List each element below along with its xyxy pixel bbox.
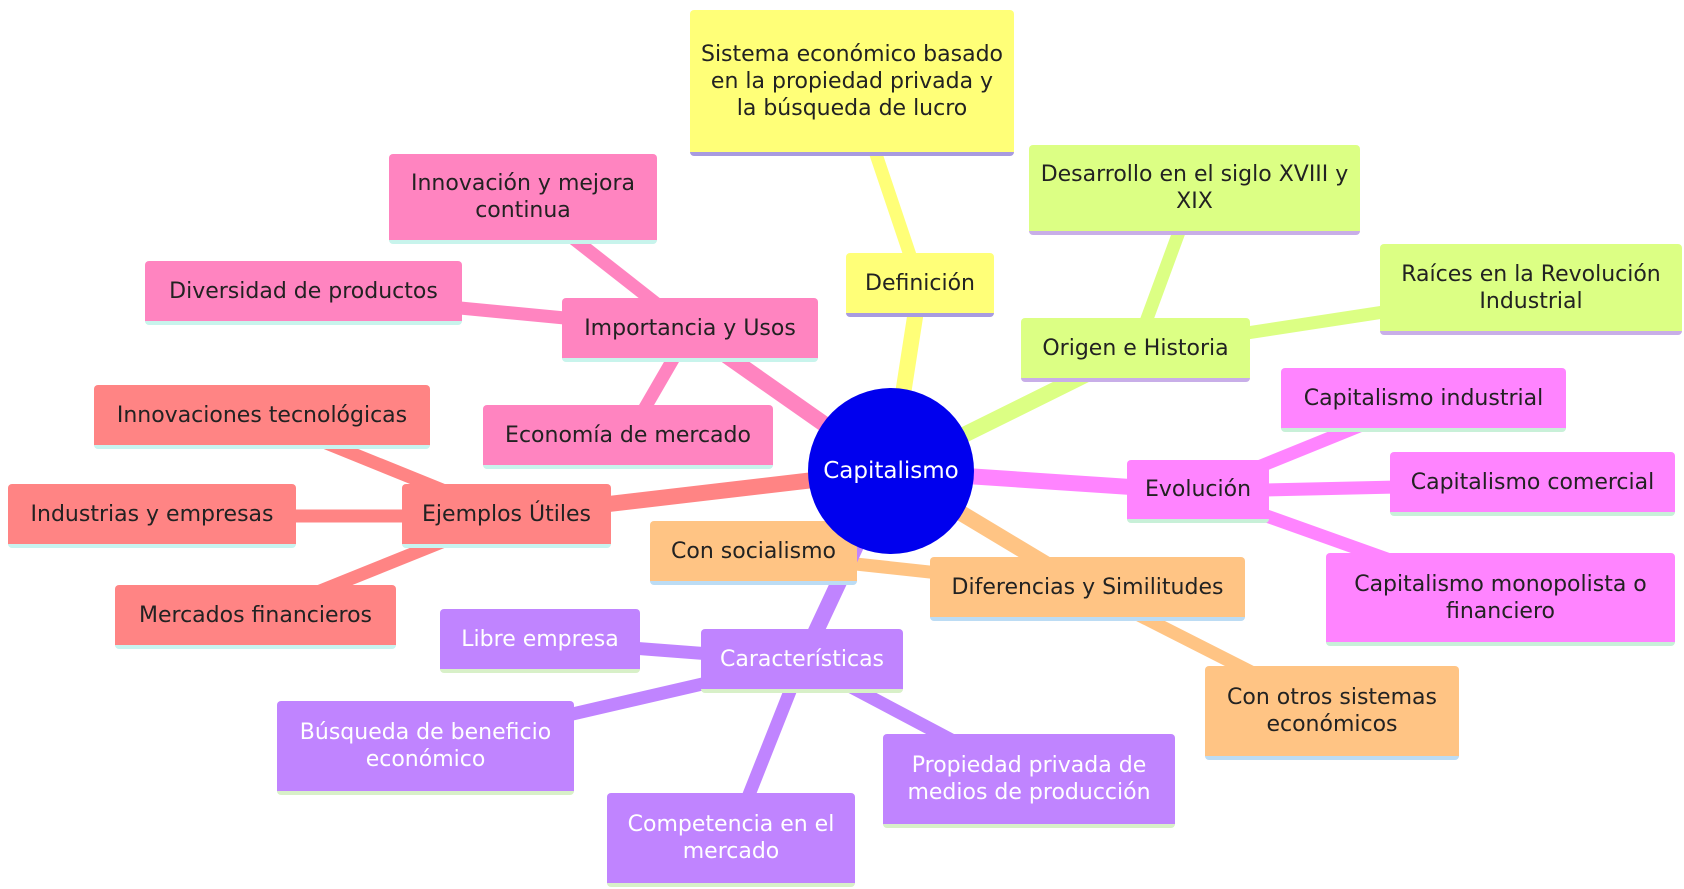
leaf-node-imp-3: Economía de mercado — [483, 405, 773, 469]
branch-node-definicion: Definición — [846, 253, 994, 317]
branch-node-importancia: Importancia y Usos — [562, 298, 818, 362]
leaf-node-evo-1: Capitalismo industrial — [1281, 368, 1566, 432]
leaf-node-car-2: Búsqueda de beneficio económico — [277, 701, 574, 795]
leaf-node-eje-2: Industrias y empresas — [8, 484, 296, 548]
leaf-node-imp-1: Innovación y mejora continua — [389, 154, 657, 244]
branch-node-evolucion: Evolución — [1127, 460, 1269, 523]
branch-node-evolucion-label: Evolución — [1144, 477, 1252, 502]
leaf-node-imp-2: Diversidad de productos — [145, 261, 462, 325]
leaf-node-car-4: Propiedad privada de medios de producció… — [883, 734, 1175, 828]
leaf-node-evo-2-label: Capitalismo comercial — [1410, 469, 1655, 495]
leaf-node-eje-1-label: Innovaciones tecnológicas — [116, 402, 408, 428]
leaf-node-eje-1: Innovaciones tecnológicas — [94, 385, 430, 449]
leaf-node-evo-1-label: Capitalismo industrial — [1303, 385, 1544, 411]
leaf-node-evo-2: Capitalismo comercial — [1390, 452, 1675, 516]
leaf-node-dif-1-label: Con socialismo — [671, 538, 836, 564]
leaf-node-eje-3: Mercados financieros — [115, 585, 396, 649]
root-node-label: Capitalismo — [823, 457, 959, 484]
leaf-node-car-1: Libre empresa — [440, 609, 640, 673]
leaf-node-car-4-label: Propiedad privada de medios de producció… — [907, 753, 1151, 805]
leaf-node-car-2-label: Búsqueda de beneficio económico — [299, 720, 552, 772]
leaf-node-car-1-label: Libre empresa — [461, 626, 619, 652]
leaf-node-imp-3-label: Economía de mercado — [505, 422, 751, 448]
branch-node-origen: Origen e Historia — [1021, 318, 1250, 382]
branch-node-caracteristicas-label: Características — [719, 646, 885, 672]
leaf-node-eje-2-label: Industrias y empresas — [30, 501, 274, 527]
leaf-node-eje-3-label: Mercados financieros — [139, 602, 372, 628]
leaf-node-dif-2: Con otros sistemas económicos — [1205, 666, 1459, 760]
leaf-node-dif-2-label: Con otros sistemas económicos — [1227, 685, 1437, 737]
branch-node-ejemplos-label: Ejemplos Útiles — [422, 501, 591, 527]
leaf-node-def-1: Sistema económico basado en la propiedad… — [690, 10, 1014, 156]
leaf-node-imp-1-label: Innovación y mejora continua — [410, 171, 636, 223]
leaf-node-orig-2-label: Raíces en la Revolución Industrial — [1401, 261, 1661, 314]
leaf-node-evo-3-label: Capitalismo monopolista o financiero — [1354, 571, 1647, 624]
leaf-node-orig-2: Raíces en la Revolución Industrial — [1380, 244, 1682, 335]
branch-node-caracteristicas: Características — [701, 629, 903, 693]
leaf-node-orig-1-label: Desarrollo en el siglo XVIII y XIX — [1040, 162, 1349, 214]
leaf-node-car-3-label: Competencia en el mercado — [627, 812, 835, 864]
branch-node-ejemplos: Ejemplos Útiles — [402, 484, 611, 548]
branch-node-diferencias: Diferencias y Similitudes — [930, 557, 1245, 621]
leaf-node-orig-1: Desarrollo en el siglo XVIII y XIX — [1029, 145, 1360, 235]
leaf-node-dif-1: Con socialismo — [650, 521, 857, 585]
branch-node-importancia-label: Importancia y Usos — [584, 315, 796, 341]
branch-node-origen-label: Origen e Historia — [1042, 335, 1229, 361]
leaf-node-evo-3: Capitalismo monopolista o financiero — [1326, 553, 1675, 646]
leaf-node-imp-2-label: Diversidad de productos — [169, 278, 438, 304]
branch-node-definicion-label: Definición — [865, 270, 975, 296]
root-node: Capitalismo — [808, 388, 974, 554]
leaf-node-def-1-label: Sistema económico basado en la propiedad… — [700, 41, 1003, 121]
branch-node-diferencias-label: Diferencias y Similitudes — [951, 574, 1224, 600]
leaf-node-car-3: Competencia en el mercado — [607, 793, 855, 887]
